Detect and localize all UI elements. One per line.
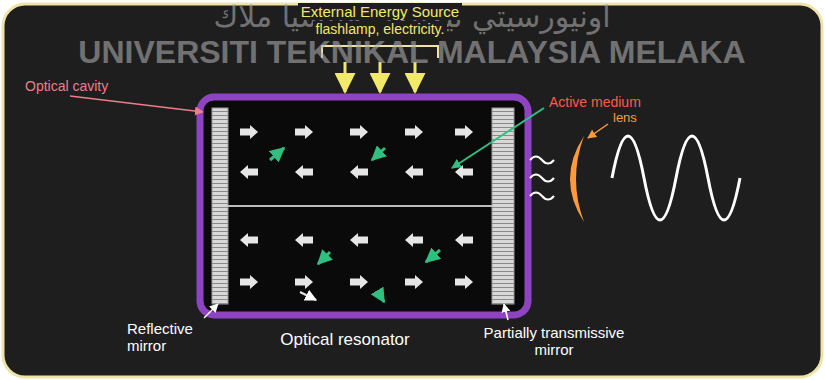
ion-arrow [318,252,330,264]
energy-source-label: External Energy Source [298,3,462,20]
photon-arrow [295,165,313,179]
photon-arrow [300,292,316,300]
energy-source-note: flashlamp, electricity. [313,21,448,37]
photon-arrow [405,125,423,139]
photon-arrow [295,275,313,289]
photon-arrow [455,165,473,179]
wavelet [530,175,554,182]
reflective-mirror [212,108,228,304]
cavity-label: Optical cavity [22,78,111,94]
photon-arrow [240,165,258,179]
leader-line [504,304,508,320]
photon-arrow [240,233,258,247]
resonator-label: Optical resonator [277,330,412,350]
photon-arrow [295,125,313,139]
mirror-label: Reflective mirror [124,320,210,355]
cavity-divider [228,205,492,207]
ion-arrow [426,250,440,262]
photon-arrow [455,275,473,289]
wavelet [530,193,554,200]
medium-label: Active medium [546,94,644,110]
photon-arrows [240,125,473,289]
lens-shape [570,136,584,222]
photon-arrow [350,165,368,179]
excited-ion-arrows [270,148,440,302]
partial-mirror [492,108,514,304]
photon-arrow [350,125,368,139]
lens-label: lens [610,111,640,126]
leader-line [204,304,218,318]
leader-line [70,96,203,112]
ion-arrow [378,292,384,302]
photon-arrow [350,233,368,247]
photon-arrow [405,165,423,179]
photon-arrow [240,125,258,139]
optical-cavity [200,97,528,315]
photon-arrow [455,233,473,247]
photon-arrow [350,275,368,289]
background-panel [3,4,822,377]
photon-arrow [405,275,423,289]
emitted-wavelets [530,157,554,200]
ion-arrow [372,148,385,160]
laser-wave [612,136,740,220]
watermark-latin: UNIVERSITI TEKNIKAL MALAYSIA MELAKA [78,34,745,71]
leader-line [452,108,544,168]
photon-arrow [455,125,473,139]
leader-line [588,124,608,138]
photon-arrow [405,233,423,247]
ion-arrow [270,148,284,160]
wavelet [530,157,554,164]
photon-arrow [295,233,313,247]
photon-arrow [240,275,258,289]
mirror-label: Partially transmissive mirror [460,324,648,359]
